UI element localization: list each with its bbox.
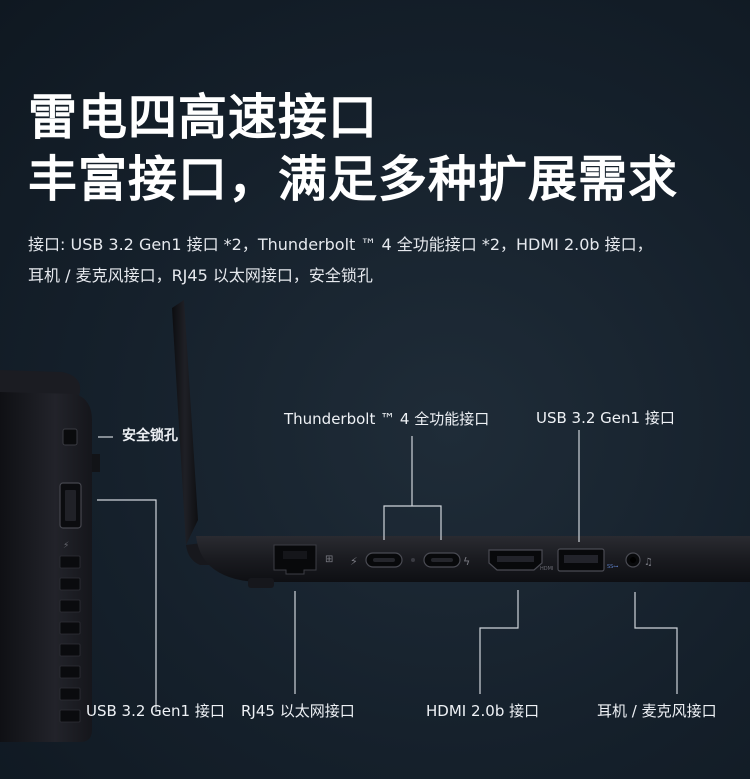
lock-slot-icon xyxy=(62,428,78,446)
hdmi-marking: HDMI xyxy=(540,566,553,572)
usb-ss-marking: SS⊶ xyxy=(607,564,618,570)
callout-usb-right: USB 3.2 Gen1 接口 xyxy=(536,409,675,427)
main-laptop-lid xyxy=(172,300,198,545)
callout-usb-left: USB 3.2 Gen1 接口 xyxy=(86,702,225,720)
thunderbolt-port-1-inner xyxy=(373,558,395,562)
hdmi-port-inner xyxy=(497,556,534,562)
main-laptop-foot xyxy=(248,578,274,588)
callout-rj45: RJ45 以太网接口 xyxy=(241,702,355,720)
thunderbolt-port-2-inner xyxy=(431,558,453,562)
headset-marking-icon: ♫ xyxy=(644,557,653,568)
ports-description-line-2: 耳机 / 麦克风接口，RJ45 以太网接口，安全锁孔 xyxy=(28,266,373,285)
callout-lines xyxy=(97,430,678,712)
left-laptop-lid xyxy=(0,370,81,398)
ports-description-line-1: 接口: USB 3.2 Gen1 接口 *2，Thunderbolt ™ 4 全… xyxy=(28,235,653,254)
left-usb-marking-icon: ⚡ xyxy=(63,541,69,551)
left-usb-leader xyxy=(97,499,157,712)
left-laptop-side: ⚡ xyxy=(0,370,100,742)
rj45-port-icon xyxy=(273,544,317,575)
status-led-icon xyxy=(411,558,415,562)
right-usb-port-inner xyxy=(564,555,598,563)
left-usb-port-inner xyxy=(65,490,76,521)
headline-line-1: 雷电四高速接口 xyxy=(28,89,379,146)
thunderbolt-marking-icon: ϟ xyxy=(463,555,470,568)
left-vent-grille xyxy=(59,555,81,723)
callout-thunderbolt: Thunderbolt ™ 4 全功能接口 xyxy=(284,410,490,428)
main-laptop-side: ⊞ ⚡ ϟ HDMI SS⊶ ♫ xyxy=(172,300,750,588)
callout-audio: 耳机 / 麦克风接口 xyxy=(597,702,717,720)
left-laptop-hinge xyxy=(92,454,100,472)
callout-security-lock: 安全锁孔 xyxy=(122,428,178,444)
thunderbolt-bracket xyxy=(383,505,442,540)
ethernet-marking-icon: ⊞ xyxy=(325,554,333,565)
callout-hdmi: HDMI 2.0b 接口 xyxy=(426,702,540,720)
audio-jack-inner xyxy=(630,557,636,563)
hdmi-leader xyxy=(479,590,519,694)
audio-leader xyxy=(634,592,678,694)
main-laptop-base xyxy=(196,536,750,582)
power-marking-icon: ⚡ xyxy=(350,555,358,568)
headline-line-2: 丰富接口，满足多种扩展需求 xyxy=(28,151,679,208)
